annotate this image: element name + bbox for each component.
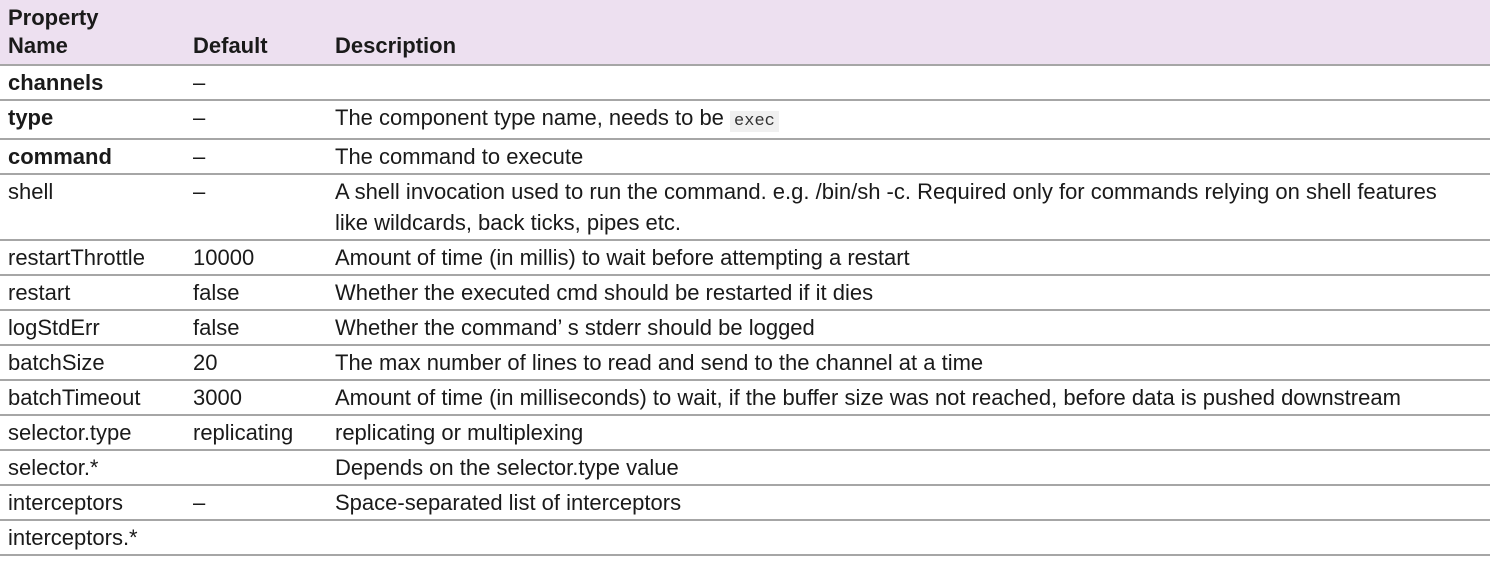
property-name-cell: shell — [0, 174, 185, 241]
default-value-cell: – — [185, 174, 327, 241]
table-row: channels– — [0, 65, 1490, 101]
property-name-cell: logStdErr — [0, 310, 185, 346]
default-value-cell: 20 — [185, 345, 327, 381]
table-row: selector.* Depends on the selector.type v… — [0, 450, 1490, 486]
inline-code: exec — [730, 111, 779, 132]
table-row: command–The command to execute — [0, 139, 1490, 175]
default-value-cell: – — [185, 65, 327, 101]
property-name-cell: type — [0, 100, 185, 140]
default-value-cell — [185, 520, 327, 556]
column-header-description: Description — [327, 0, 1490, 66]
property-name-cell: command — [0, 139, 185, 175]
default-value-cell — [185, 450, 327, 486]
description-cell — [327, 520, 1490, 556]
table-row: shell–A shell invocation used to run the… — [0, 174, 1490, 241]
property-name-cell: batchTimeout — [0, 380, 185, 416]
column-header-property-name: Property Name — [0, 0, 185, 66]
description-cell: A shell invocation used to run the comma… — [327, 174, 1490, 241]
property-name-cell: channels — [0, 65, 185, 101]
description-cell: Amount of time (in millis) to wait befor… — [327, 240, 1490, 276]
default-value-cell: false — [185, 310, 327, 346]
table-header-row: Property Name Default Description — [0, 0, 1490, 66]
table-row: interceptors.* — [0, 520, 1490, 556]
description-cell: The max number of lines to read and send… — [327, 345, 1490, 381]
default-value-cell: false — [185, 275, 327, 311]
description-cell: Depends on the selector.type value — [327, 450, 1490, 486]
property-name-cell: selector.type — [0, 415, 185, 451]
default-value-cell: – — [185, 100, 327, 140]
table-row: interceptors–Space-separated list of int… — [0, 485, 1490, 521]
property-name-cell: selector.* — [0, 450, 185, 486]
property-name-cell: restartThrottle — [0, 240, 185, 276]
description-cell — [327, 65, 1490, 101]
property-name-cell: batchSize — [0, 345, 185, 381]
column-header-default: Default — [185, 0, 327, 66]
description-cell: Whether the executed cmd should be resta… — [327, 275, 1490, 311]
description-cell: Amount of time (in milliseconds) to wait… — [327, 380, 1490, 416]
table-row: type–The component type name, needs to b… — [0, 100, 1490, 140]
description-cell: Space-separated list of interceptors — [327, 485, 1490, 521]
description-cell: Whether the command’ s stderr should be … — [327, 310, 1490, 346]
property-name-cell: restart — [0, 275, 185, 311]
description-cell: The component type name, needs to be exe… — [327, 100, 1490, 140]
default-value-cell: replicating — [185, 415, 327, 451]
description-cell: The command to execute — [327, 139, 1490, 175]
table-header: Property Name Default Description — [0, 0, 1490, 66]
property-name-cell: interceptors.* — [0, 520, 185, 556]
default-value-cell: 10000 — [185, 240, 327, 276]
column-header-property-name-label: Property Name — [8, 5, 99, 58]
default-value-cell: 3000 — [185, 380, 327, 416]
properties-table: Property Name Default Description channe… — [0, 0, 1490, 556]
table-body: channels–type–The component type name, n… — [0, 65, 1490, 556]
default-value-cell: – — [185, 139, 327, 175]
description-cell: replicating or multiplexing — [327, 415, 1490, 451]
default-value-cell: – — [185, 485, 327, 521]
property-name-cell: interceptors — [0, 485, 185, 521]
